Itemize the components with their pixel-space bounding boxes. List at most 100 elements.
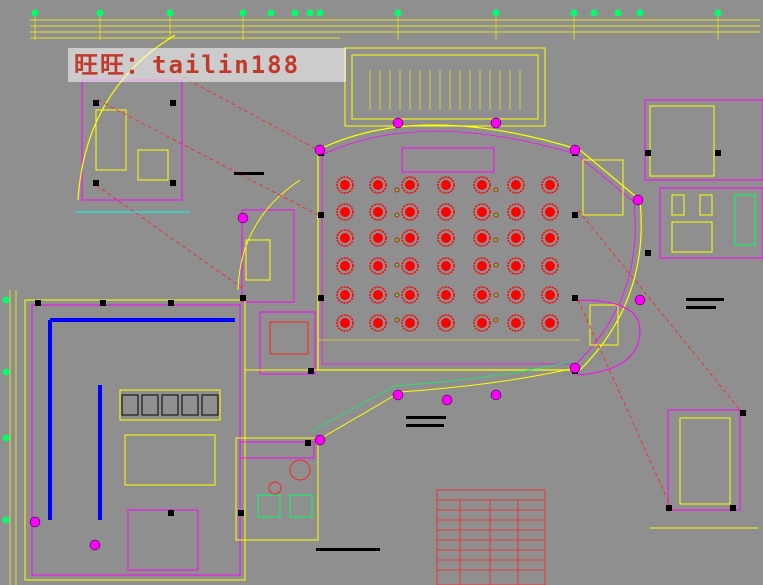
hall-marker-dot (493, 262, 499, 268)
banquet-table-top (545, 318, 555, 328)
banquet-table-top (511, 290, 521, 300)
axis-marker-icon (2, 434, 10, 442)
office-block-left (24, 299, 246, 581)
column-icon (240, 295, 246, 301)
leader-lines (95, 69, 741, 506)
banquet-table-top (373, 261, 383, 271)
axis-marker-icon (96, 9, 104, 17)
banquet-table-top (511, 180, 521, 190)
banquet-table-top (405, 233, 415, 243)
banquet-table-top (340, 180, 350, 190)
axis-marker-icon (291, 9, 299, 17)
axis-marker-icon (267, 9, 275, 17)
banquet-table-icon (369, 257, 387, 275)
banquet-table-icon (401, 229, 419, 247)
banquet-table-top (405, 180, 415, 190)
hall-marker-dot (493, 317, 499, 323)
banquet-table-icon (369, 229, 387, 247)
axis-marker-row (31, 9, 722, 17)
axis-marker-column (2, 296, 10, 524)
banquet-table-icon (541, 176, 559, 194)
banquet-table-icon (336, 286, 354, 304)
banquet-table-icon (336, 257, 354, 275)
column-icon (238, 510, 244, 516)
banquet-table-icon (541, 203, 559, 221)
banquet-table-icon (541, 229, 559, 247)
axis-marker-icon (2, 296, 10, 304)
column-icon (170, 180, 176, 186)
column-icon (645, 150, 651, 156)
banquet-table-icon (336, 203, 354, 221)
banquet-table-icon (336, 314, 354, 332)
banquet-table-top (511, 318, 521, 328)
banquet-table-icon (473, 286, 491, 304)
banquet-table-icon (437, 203, 455, 221)
banquet-table-icon (437, 257, 455, 275)
column-icon (572, 212, 578, 218)
banquet-table-top (340, 318, 350, 328)
banquet-table-top (477, 180, 487, 190)
hall-marker-dot (493, 212, 499, 218)
top-dimension-lines (30, 19, 760, 39)
banquet-table-top (441, 180, 451, 190)
banquet-table-icon (473, 176, 491, 194)
hall-marker-dot (394, 212, 400, 218)
banquet-table-top (545, 233, 555, 243)
banquet-table-top (545, 180, 555, 190)
banquet-table-top (373, 318, 383, 328)
axis-marker-icon (2, 516, 10, 524)
hall-round-columns (29, 117, 646, 551)
structural-columns (35, 100, 746, 516)
column-icon (100, 300, 106, 306)
axis-marker-icon (614, 9, 622, 17)
banquet-table-icon (336, 176, 354, 194)
watermark-text: 旺旺：tailin188 (68, 48, 346, 82)
axis-marker-icon (714, 9, 722, 17)
column-icon (666, 505, 672, 511)
column-icon (730, 505, 736, 511)
banquet-table-icon (437, 176, 455, 194)
banquet-table-top (441, 290, 451, 300)
banquet-table-icon (401, 314, 419, 332)
banquet-table-top (511, 233, 521, 243)
banquet-table-icon (401, 286, 419, 304)
banquet-table-icon (369, 314, 387, 332)
column-icon (318, 295, 324, 301)
banquet-table-icon (437, 229, 455, 247)
banquet-table-icon (473, 314, 491, 332)
banquet-table-top (545, 261, 555, 271)
banquet-table-top (441, 318, 451, 328)
hall-marker-dot (394, 292, 400, 298)
hall-marker-dot (394, 237, 400, 243)
column-icon (715, 150, 721, 156)
banquet-table-icon (437, 286, 455, 304)
hall-marker-dot (493, 237, 499, 243)
banquet-table-icon (507, 286, 525, 304)
axis-marker-icon (306, 9, 314, 17)
axis-marker-icon (239, 9, 247, 17)
banquet-tables (336, 176, 559, 332)
hall-marker-dot (493, 292, 499, 298)
banquet-table-top (405, 261, 415, 271)
banquet-table-top (477, 261, 487, 271)
banquet-table-icon (541, 314, 559, 332)
banquet-table-top (477, 207, 487, 217)
banquet-table-top (545, 207, 555, 217)
banquet-table-top (441, 207, 451, 217)
entry-stair (577, 159, 641, 376)
column-icon (318, 212, 324, 218)
curved-corridor (309, 361, 576, 441)
column-icon (168, 300, 174, 306)
banquet-table-top (441, 233, 451, 243)
axis-marker-icon (590, 9, 598, 17)
banquet-table-top (511, 207, 521, 217)
hall-marker-dot (394, 317, 400, 323)
core-right-upper (644, 99, 763, 259)
column-icon (93, 180, 99, 186)
banquet-table-icon (541, 286, 559, 304)
banquet-table-icon (507, 314, 525, 332)
axis-marker-icon (166, 9, 174, 17)
column-icon (572, 295, 578, 301)
column-icon (168, 510, 174, 516)
